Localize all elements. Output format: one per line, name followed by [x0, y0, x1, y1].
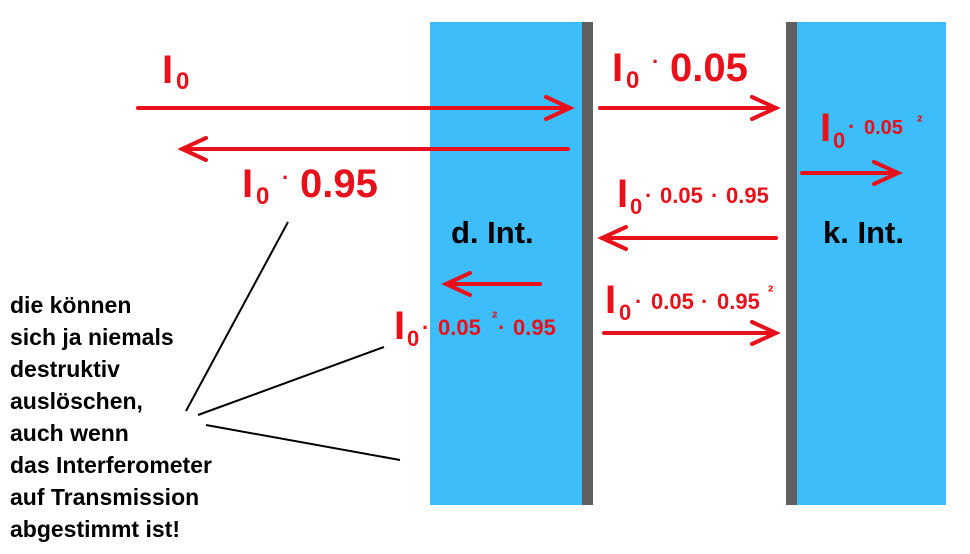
output-label-sub: 0: [833, 128, 845, 153]
incident-label-main: I: [162, 48, 173, 92]
leak-back-label-sub: 0: [407, 326, 419, 351]
note-line-1: die können: [10, 292, 131, 318]
internal-back-label-dot1: ·: [645, 183, 652, 208]
output-label-factor: 0.05: [864, 117, 903, 139]
leak-back-arrowhead: [441, 271, 472, 297]
internal-back-label: I 0 · 0.05 · 0.95: [617, 172, 769, 219]
reflected-label-main: I: [242, 162, 253, 206]
output-label-exponent: ²: [917, 114, 922, 131]
leak-back-label-main: I: [394, 304, 405, 348]
internal-back-label-dot2: ·: [711, 183, 718, 208]
internal-back-label-f1: 0.05: [660, 183, 703, 208]
transmitted-label-factor: 0.05: [670, 46, 748, 90]
reflected-label: I 0 · 0.95: [242, 162, 378, 210]
internal-back-label-sub: 0: [630, 194, 642, 219]
note-line-5: auch wenn: [10, 420, 129, 446]
leak-back-label-exponent: ²: [492, 310, 497, 327]
internal-forward-label-main: I: [605, 278, 616, 322]
internal-back-label-main: I: [617, 172, 628, 216]
note-line-6: das Interferometer: [10, 452, 212, 478]
leak-back-label-f1: 0.05: [438, 315, 481, 340]
incident-label: I 0: [162, 48, 189, 95]
internal-forward-label: I 0 · 0.05 · 0.95 ²: [605, 278, 773, 325]
internal-forward-label-f1: 0.05: [651, 289, 694, 314]
transmitted-label-main: I: [612, 46, 623, 90]
right-panel-label: k. Int.: [823, 215, 904, 250]
right-mirror: [786, 22, 797, 505]
reflected-label-factor: 0.95: [300, 162, 378, 206]
output-label-main: I: [820, 106, 831, 150]
explanatory-note: die können sich ja niemals destruktiv au…: [10, 292, 212, 542]
pointer-line-2: [197, 346, 385, 416]
internal-back-arrowhead: [597, 225, 628, 251]
internal-forward-arrowhead: [750, 320, 781, 346]
output-label: I 0 · 0.05 ²: [820, 106, 922, 153]
left-mirror: [582, 22, 593, 505]
leak-back-label: I 0 · 0.05 ² · 0.95: [394, 304, 556, 351]
left-panel-label: d. Int.: [451, 215, 534, 250]
transmitted-arrowhead: [750, 95, 781, 121]
leak-back-label-f2: 0.95: [513, 315, 556, 340]
output-label-dot: ·: [848, 114, 855, 139]
transmitted-label: I 0 · 0.05: [612, 46, 748, 94]
note-line-2: sich ja niemals: [10, 324, 174, 350]
internal-forward-label-sub: 0: [619, 300, 631, 325]
right-cavity-panel: [797, 22, 946, 505]
internal-forward-label-dot2: ·: [701, 289, 708, 314]
incident-label-sub: 0: [176, 68, 189, 95]
internal-forward-label-f2: 0.95: [717, 289, 760, 314]
internal-back-label-f2: 0.95: [726, 183, 769, 208]
output-arrowhead: [872, 160, 903, 186]
pointer-line-3: [205, 424, 401, 461]
reflected-arrowhead: [177, 136, 208, 162]
incident-arrowhead: [544, 95, 575, 121]
reflected-label-dot: ·: [282, 165, 289, 190]
note-line-7: auf Transmission: [10, 484, 199, 510]
note-line-8: abgestimmt ist!: [10, 516, 180, 542]
left-cavity-panel: [430, 22, 582, 505]
note-line-3: destruktiv: [10, 356, 120, 382]
transmitted-label-dot: ·: [652, 49, 659, 74]
pointer-line-1: [185, 221, 289, 412]
leak-back-label-dot2: ·: [498, 315, 505, 340]
transmitted-label-sub: 0: [626, 67, 639, 94]
leak-back-label-dot1: ·: [422, 315, 429, 340]
internal-forward-label-dot1: ·: [635, 289, 642, 314]
reflected-label-sub: 0: [256, 183, 269, 210]
note-line-4: auslöschen,: [10, 388, 143, 414]
internal-forward-label-exponent: ²: [768, 284, 773, 301]
